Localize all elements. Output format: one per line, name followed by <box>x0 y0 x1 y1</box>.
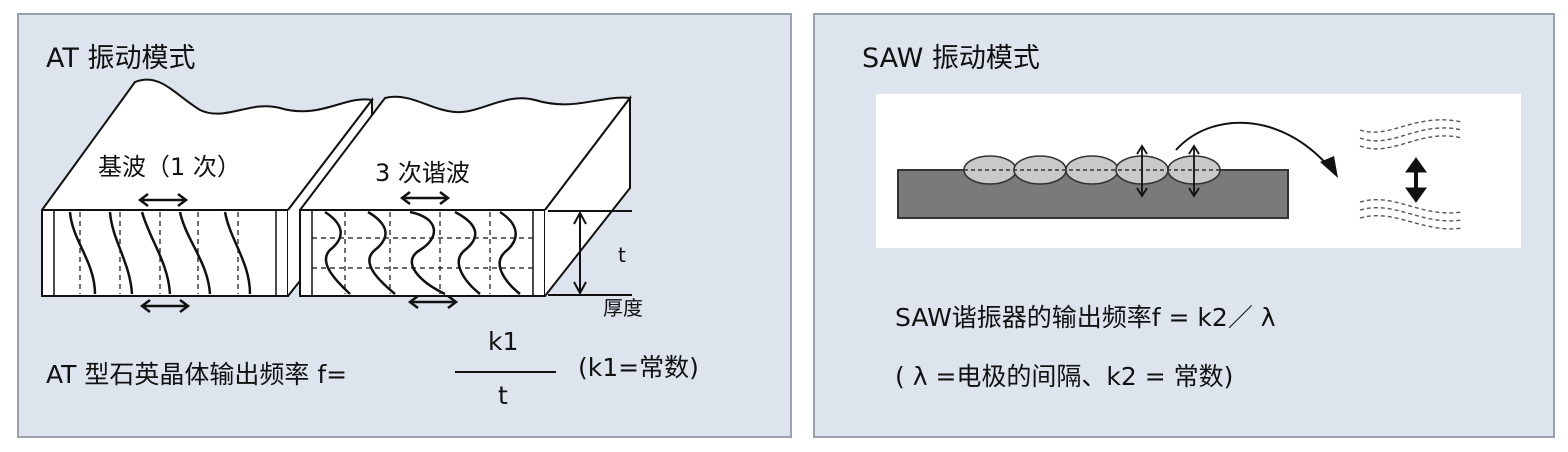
wave-lines-upper <box>1359 119 1463 150</box>
at-title: AT 振动模式 <box>46 43 196 74</box>
fundamental-wave-lines <box>68 211 252 295</box>
at-formula-prefix: AT 型石英晶体输出频率 f= <box>46 360 348 389</box>
fundamental-label: 基波（1 次） <box>98 153 241 181</box>
formula-note: (k1=常数) <box>578 353 699 382</box>
thickness-dimension <box>548 210 632 296</box>
formula-denominator: t <box>498 381 508 410</box>
propagation-arrow <box>1175 121 1331 169</box>
harmonic-node-lines <box>312 212 533 294</box>
thickness-symbol: t <box>618 243 626 267</box>
saw-formula: SAW谐振器的输出频率f = k2／ λ <box>895 303 1276 332</box>
wave-lines-lower <box>1359 199 1463 230</box>
formula-numerator: k1 <box>488 327 519 356</box>
saw-note: ( λ =电极的间隔、k2 = 常数) <box>895 362 1234 391</box>
harmonic-wave-lines <box>324 210 521 296</box>
lobe-arrows <box>1136 144 1200 198</box>
saw-title: SAW 振动模式 <box>862 43 1040 74</box>
fundamental-node-lines <box>79 212 239 294</box>
thickness-label: 厚度 <box>603 296 643 320</box>
third-harmonic-label: 3 次谐波 <box>375 159 470 187</box>
left-block-top-face <box>41 78 374 211</box>
right-block-top-face <box>299 95 632 211</box>
displacement-arrows <box>137 191 459 313</box>
left-block-front-face <box>41 209 289 297</box>
vertical-displacement-arrow <box>1405 157 1427 203</box>
